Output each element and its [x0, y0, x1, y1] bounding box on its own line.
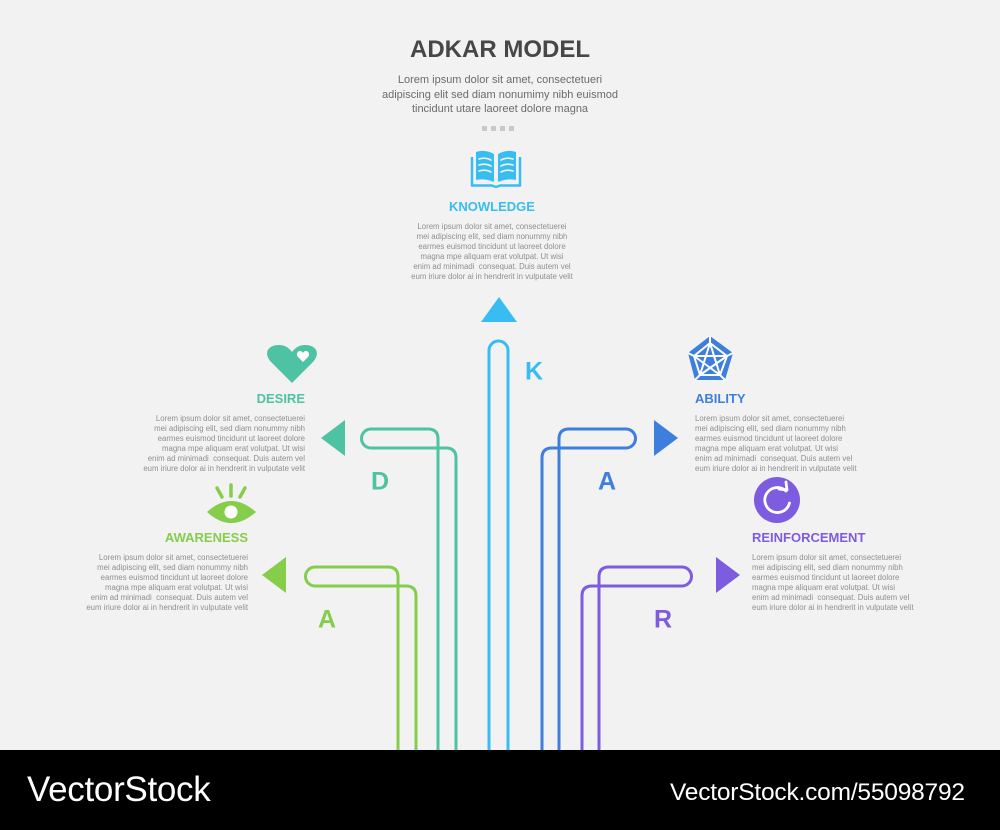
description-line: eum iriure dolor ai in hendrerit in vulp… — [695, 464, 857, 473]
description-line: eum iriure dolor ai in hendrerit in vulp… — [411, 272, 573, 281]
description-line: enim ad minimadi consequat. Duis autem v… — [752, 593, 910, 602]
divider-dots — [482, 126, 514, 131]
desire-arrow-icon — [321, 420, 345, 456]
ability-lane-line — [540, 427, 637, 750]
awareness-letter: A — [317, 605, 337, 634]
desire-label: DESIRE — [256, 391, 305, 406]
ability-letter: A — [597, 467, 617, 496]
knowledge-label: KNOWLEDGE — [449, 199, 535, 214]
description-line: Lorem ipsum dolor sit amet, consectetuer… — [155, 414, 305, 423]
ability-description: Lorem ipsum dolor sit amet, consectetuer… — [695, 414, 895, 474]
page-subtitle: Lorem ipsum dolor sit amet, consectetuer… — [300, 73, 700, 117]
awareness-label: AWARENESS — [164, 530, 248, 545]
description-line: magna mpe aliquam erat volutpat. Ut wisi — [161, 444, 305, 453]
description-line: enim ad minimadi consequat. Duis autem v… — [413, 262, 571, 271]
reinforcement-description: Lorem ipsum dolor sit amet, consectetuer… — [752, 553, 952, 613]
description-line: magna mpe aliquam erat volutpat. Ut wisi — [752, 583, 896, 592]
adkar-diagram — [207, 150, 800, 750]
description-line: mei adipiscing elit, sed diam nonummy ni… — [97, 563, 248, 572]
reinforcement-letter: R — [653, 605, 673, 634]
reinforcement-label: REINFORCEMENT — [752, 530, 866, 545]
subtitle-line: adipiscing elit sed diam nonumimy nibh e… — [381, 88, 618, 101]
divider-dot — [482, 126, 487, 131]
description-line: mei adipiscing elit, sed diam nonummy ni… — [416, 232, 568, 241]
description-line: Lorem ipsum dolor sit amet, consectetuer… — [695, 414, 845, 423]
awareness-description: Lorem ipsum dolor sit amet, consectetuer… — [48, 553, 248, 613]
divider-dot — [509, 126, 514, 131]
description-line: magna mpe aliquam erat volutpat. Ut wisi — [104, 583, 248, 592]
reinforcement-lane-line — [580, 565, 693, 750]
image-url-text: VectorStock.com/55098792 — [670, 779, 965, 806]
book-icon — [470, 150, 522, 188]
page-title: ADKAR MODEL — [410, 36, 590, 63]
watermark-footer: VectorStock VectorStock.com/55098792 — [0, 750, 1000, 830]
divider-dot — [500, 126, 505, 131]
knowledge-arrow-icon — [481, 297, 517, 322]
brand-logo-text: VectorStock — [27, 770, 211, 809]
pentagon-web-icon — [687, 336, 734, 381]
knowledge-description: Lorem ipsum dolor sit amet, consectetuer… — [392, 222, 592, 282]
description-line: mei adipiscing elit, sed diam nonummy ni… — [154, 424, 305, 433]
description-line: Lorem ipsum dolor sit amet, consectetuer… — [98, 553, 248, 562]
desire-letter: D — [370, 467, 390, 496]
description-line: earmes euismod tincidunt ut laoreet dolo… — [100, 573, 248, 582]
desire-lane-line — [360, 427, 458, 750]
description-line: enim ad minimadi consequat. Duis autem v… — [695, 454, 853, 463]
description-line: mei adipiscing elit, sed diam nonummy ni… — [752, 563, 903, 572]
description-line: eum iriure dolor ai in hendrerit in vulp… — [86, 603, 248, 612]
desire-description: Lorem ipsum dolor sit amet, consectetuer… — [105, 414, 305, 474]
description-line: eum iriure dolor ai in hendrerit in vulp… — [752, 603, 914, 612]
heart-icon — [267, 345, 317, 383]
infographic-canvas: ADKAR MODEL Lorem ipsum dolor sit amet, … — [48, 36, 952, 750]
description-line: eum iriure dolor ai in hendrerit in vulp… — [143, 464, 305, 473]
description-line: Lorem ipsum dolor sit amet, consectetuer… — [752, 553, 902, 562]
description-line: enim ad minimadi consequat. Duis autem v… — [147, 454, 305, 463]
description-line: earmes euismod tincidunt ut laoreet dolo… — [695, 434, 843, 443]
description-line: Lorem ipsum dolor sit amet, consectetuer… — [417, 222, 567, 231]
description-line: earmes euismod tincidunt ut laoreet dolo… — [418, 242, 566, 251]
awareness-arrow-icon — [262, 557, 286, 593]
awareness-lane-line — [304, 565, 418, 750]
knowledge-lane-line — [487, 339, 510, 750]
description-line: magna mpe aliquam erat volutpat. Ut wisi — [420, 252, 564, 261]
eye-icon — [207, 483, 256, 523]
knowledge-letter: K — [524, 357, 544, 386]
subtitle-line: tincidunt utare laoreet dolore magna — [411, 103, 589, 115]
ability-label: ABILITY — [695, 391, 746, 406]
refresh-icon — [754, 477, 800, 523]
divider-dot — [491, 126, 496, 131]
description-line: earmes euismod tincidunt ut laoreet dolo… — [157, 434, 305, 443]
ability-arrow-icon — [654, 420, 678, 456]
subtitle-line: Lorem ipsum dolor sit amet, consectetuer… — [397, 74, 603, 86]
description-line: mei adipiscing elit, sed diam nonummy ni… — [695, 424, 846, 433]
reinforcement-arrow-icon — [716, 557, 740, 593]
description-line: earmes euismod tincidunt ut laoreet dolo… — [752, 573, 900, 582]
description-line: enim ad minimadi consequat. Duis autem v… — [90, 593, 248, 602]
description-line: magna mpe aliquam erat volutpat. Ut wisi — [695, 444, 839, 453]
